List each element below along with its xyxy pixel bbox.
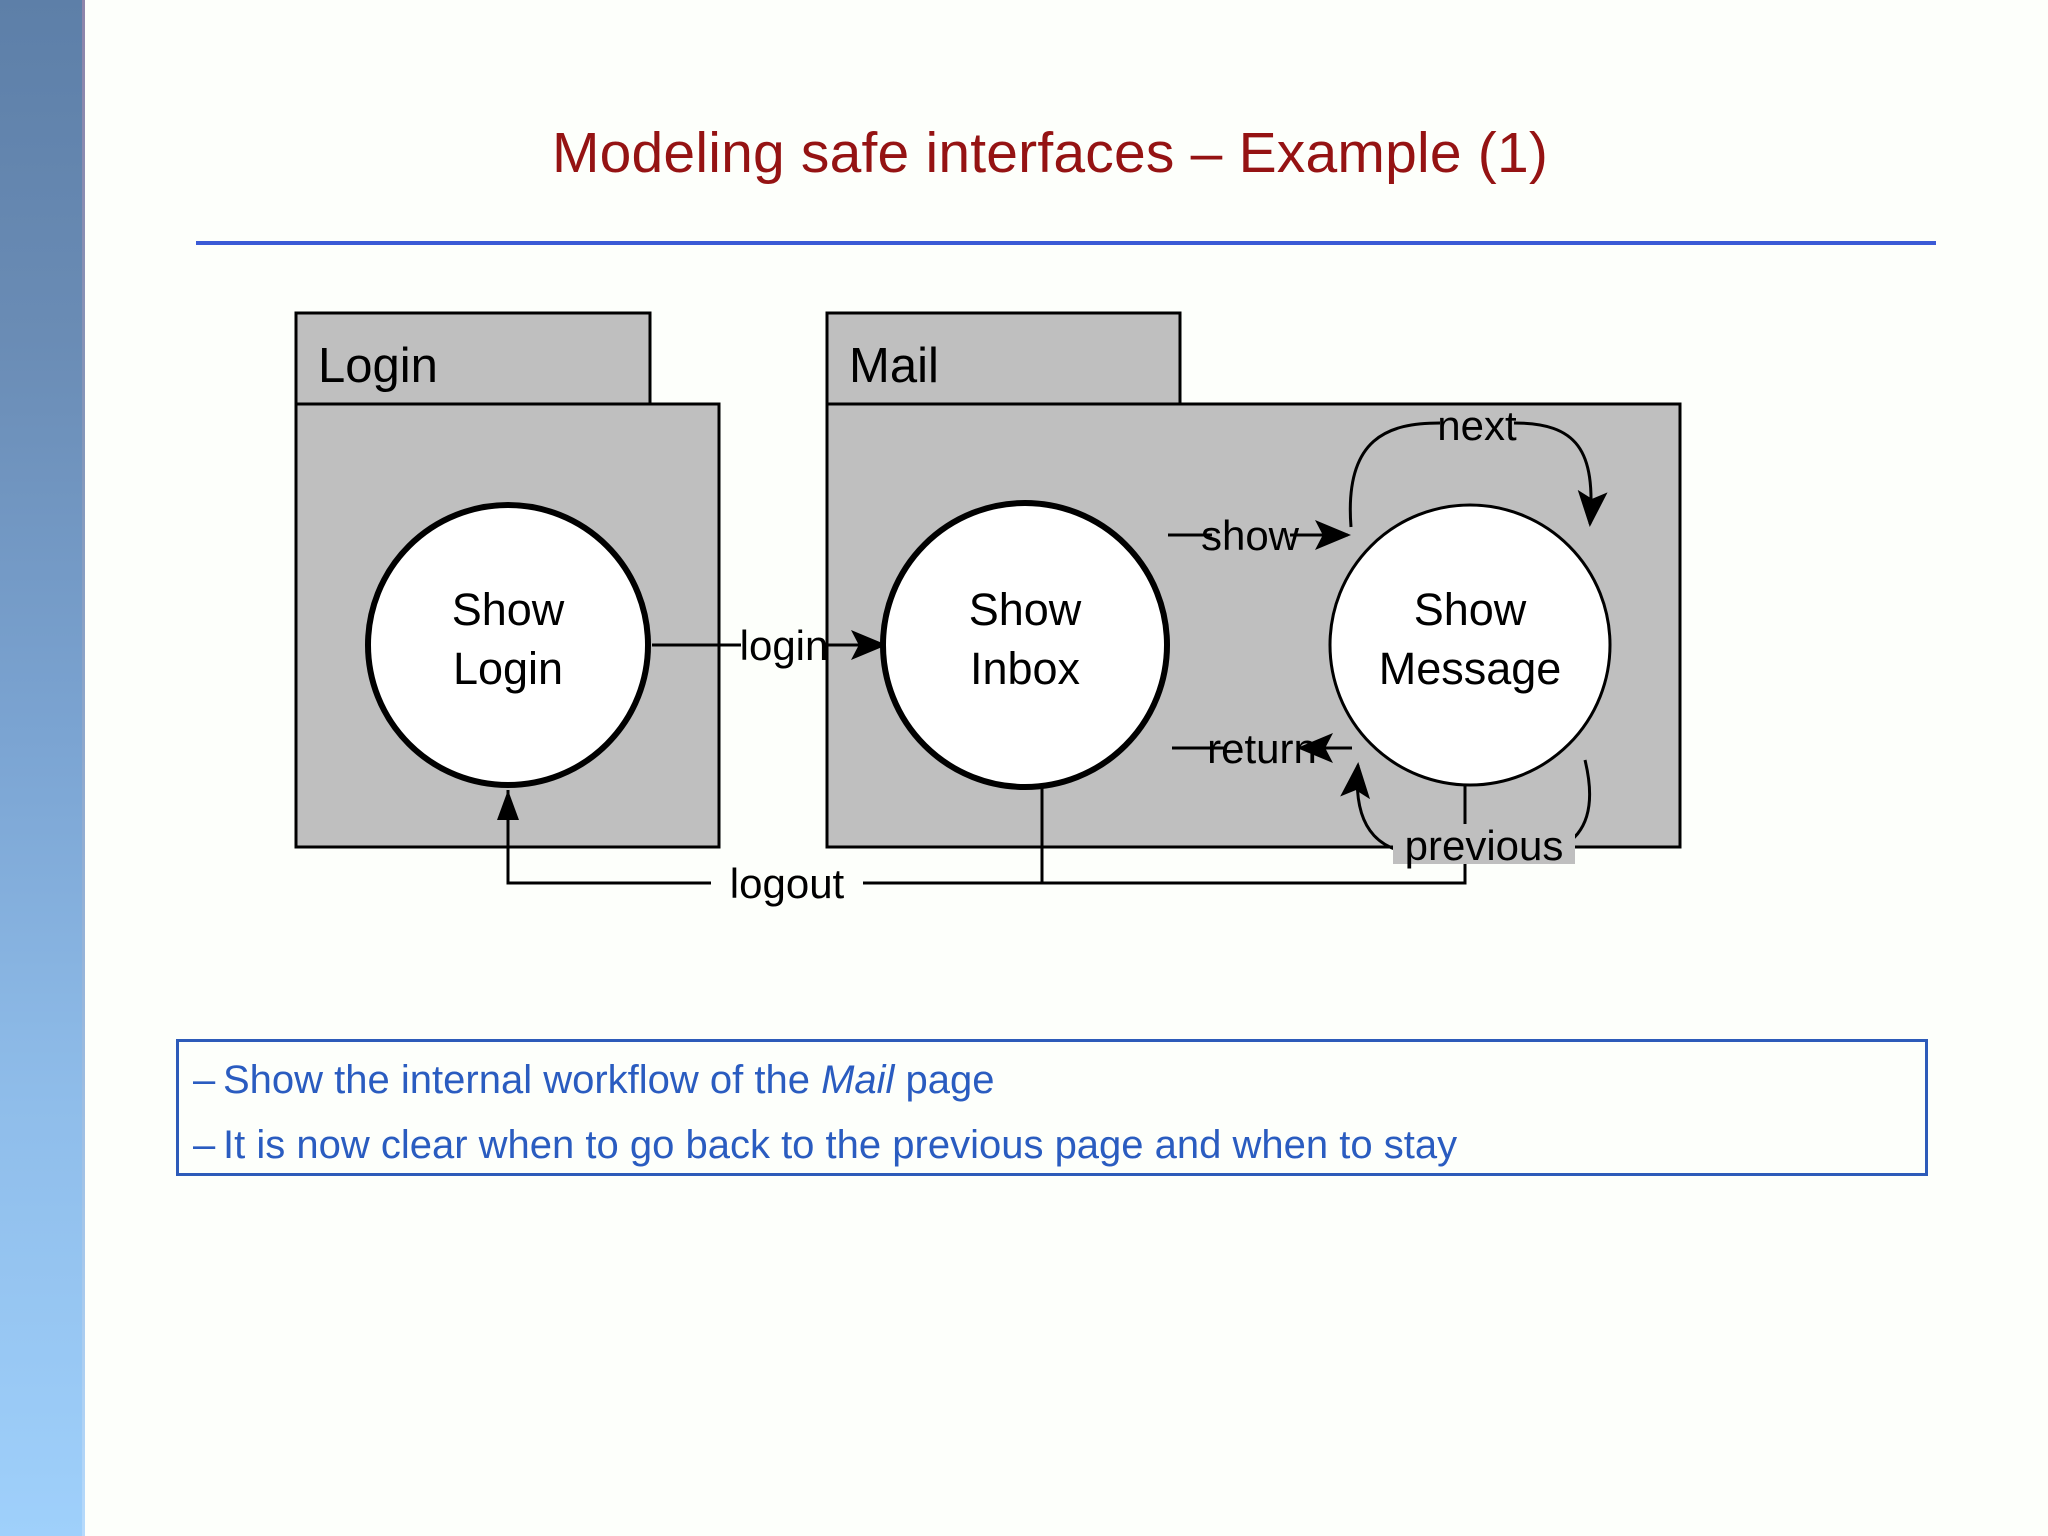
left-gradient-edge [82,0,85,1536]
state-show-inbox-line2: Inbox [970,643,1081,694]
transition-login-label: login [740,622,829,669]
state-show-message-circle [1328,503,1612,787]
left-gradient-bar [0,0,82,1536]
transition-logout-label: logout [730,860,845,907]
transition-show: show [1168,512,1351,559]
state-show-login-line2: Login [453,643,563,694]
state-show-inbox: Show Inbox [880,500,1170,790]
package-mail-body [825,402,1682,849]
title-divider [196,241,1936,245]
transition-previous: previous [1340,759,1591,869]
list-item: –It is now clear when to go back to the … [193,1122,1457,1168]
transition-next: next [1348,402,1608,528]
bullet-1-pre: It is now clear when to go back to the p… [223,1123,1458,1167]
transition-previous-label: previous [1405,822,1564,869]
package-mail-tab [825,311,1182,406]
bullet-dash: – [193,1058,216,1102]
package-mail: Mail [825,311,1682,849]
notes-box: –Show the internal workflow of the Mail … [176,1039,1928,1176]
transition-login: login [652,622,887,669]
bullet-0-pre: Show the internal workflow of the [223,1058,822,1102]
list-item: –Show the internal workflow of the Mail … [193,1057,995,1103]
transition-show-label: show [1201,512,1300,559]
state-show-login: Show Login [365,502,651,788]
transition-return: return [1172,725,1352,772]
page-title: Modeling safe interfaces – Example (1) [551,121,1549,185]
state-show-message-line1: Show [1414,584,1527,635]
bullet-0-post: page [894,1058,995,1102]
bullet-0-italic: Mail [821,1058,895,1102]
state-show-inbox-line1: Show [969,584,1082,635]
transition-next-label: next [1437,402,1517,449]
transition-logout: logout [497,773,1467,907]
state-show-message-line2: Message [1379,643,1562,694]
package-login-label: Login [318,339,438,393]
package-login-body [294,402,721,849]
state-show-login-line1: Show [452,584,565,635]
package-login: Login [294,311,721,849]
transition-return-label: return [1207,725,1317,772]
state-show-message: Show Message [1328,503,1612,787]
package-login-tab [294,311,652,406]
state-show-login-circle [365,502,651,788]
package-mail-label: Mail [849,339,939,393]
bullet-dash: – [193,1123,216,1167]
state-show-inbox-circle [880,500,1170,790]
